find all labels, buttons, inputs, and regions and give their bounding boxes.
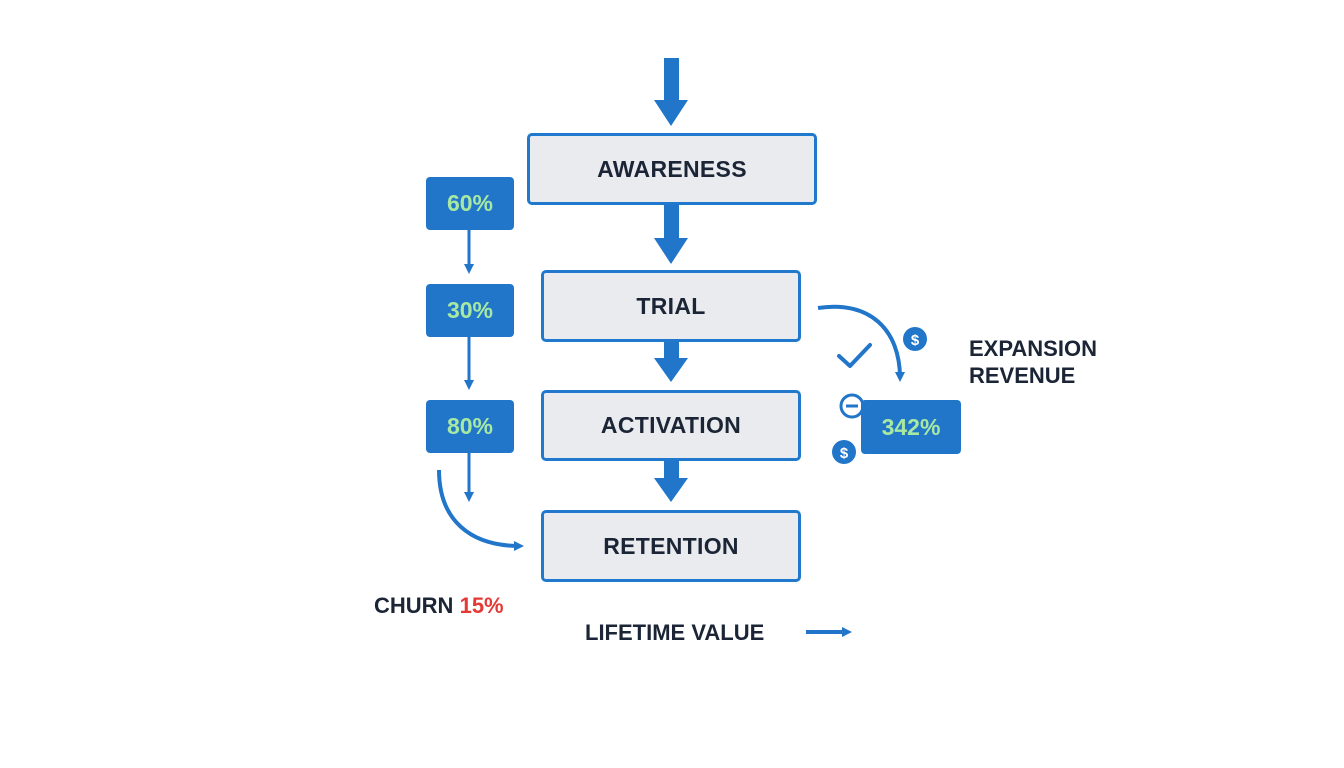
rate-badge-activation: 80%	[426, 400, 514, 453]
expansion-revenue-label: EXPANSION REVENUE	[969, 335, 1097, 389]
stage-retention: RETENTION	[541, 510, 801, 582]
rate-badge-awareness: 60%	[426, 177, 514, 230]
stage-awareness: AWARENESS	[527, 133, 817, 205]
dollar-icon: $	[903, 327, 927, 351]
arrow-awareness-trial	[654, 205, 688, 264]
expansion-badge: 342%	[861, 400, 961, 454]
curve-to-expansion	[817, 304, 905, 382]
minus-coin-icon	[839, 393, 865, 419]
churn-label: CHURN 15%	[374, 592, 504, 619]
arrow-activation-retention	[654, 460, 688, 502]
lifetime-value-label: LIFETIME VALUE	[585, 620, 765, 645]
curve-to-retention	[437, 469, 524, 551]
check-icon	[837, 343, 872, 368]
stage-trial: TRIAL	[541, 270, 801, 342]
svg-text:$: $	[911, 332, 920, 349]
rate-badge-trial: 30%	[426, 284, 514, 337]
churn-value: 15%	[459, 593, 504, 618]
svg-text:$: $	[840, 445, 849, 462]
arrow-trial-activation	[654, 342, 688, 382]
expansion-label-line1: EXPANSION	[969, 336, 1097, 361]
dollar-icon: $	[832, 440, 856, 464]
entry-arrow	[654, 58, 688, 126]
churn-text: CHURN	[374, 593, 454, 618]
stage-activation: ACTIVATION	[541, 390, 801, 461]
expansion-label-line2: REVENUE	[969, 363, 1076, 388]
